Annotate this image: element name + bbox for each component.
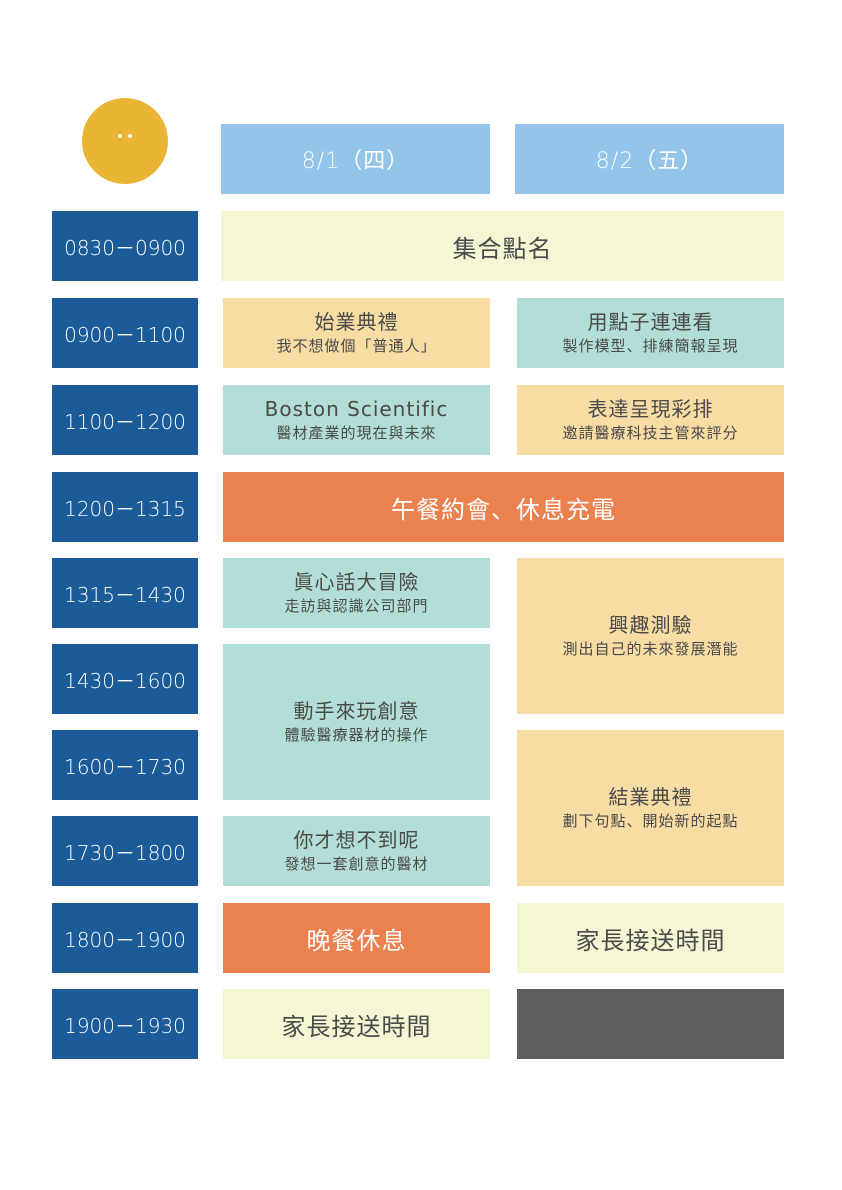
session-title: 午餐約會、休息充電 [391, 495, 616, 524]
session-pickup-day2: 家長接送時間 [517, 903, 784, 973]
session-presentation: 表達呈現彩排 邀請醫療科技主管來評分 [517, 385, 784, 455]
session-closing: 結業典禮 劃下句點、開始新的起點 [517, 730, 784, 886]
session-subtitle: 測出自己的未來發展潛能 [562, 640, 739, 658]
day-header-2: 8/2（五） [515, 124, 784, 194]
session-title: 家長接送時間 [281, 1012, 432, 1041]
session-title: 晚餐休息 [306, 926, 407, 955]
session-title: 表達呈現彩排 [587, 397, 714, 421]
session-subtitle: 走訪與認識公司部門 [284, 597, 429, 615]
time-slot: 1430－1600 [52, 644, 198, 714]
time-slot: 1315－1430 [52, 558, 198, 628]
session-lunch: 午餐約會、休息充電 [223, 472, 784, 542]
session-subtitle: 劃下句點、開始新的起點 [562, 812, 739, 830]
session-subtitle: 邀請醫療科技主管來評分 [562, 424, 739, 442]
session-title: 興趣測驗 [608, 613, 693, 637]
session-subtitle: 發想一套創意的醫材 [284, 855, 429, 873]
session-title: 眞心話大冒險 [293, 570, 420, 594]
day-header-1: 8/1（四） [221, 124, 490, 194]
session-subtitle: 製作模型、排練簡報呈現 [562, 337, 739, 355]
logo-eye-right [128, 134, 132, 138]
session-subtitle: 醫材產業的現在與未來 [276, 424, 437, 442]
session-subtitle: 體驗醫療器材的操作 [284, 726, 429, 744]
session-title: 你才想不到呢 [293, 828, 420, 852]
session-interest-test: 興趣測驗 測出自己的未來發展潛能 [517, 558, 784, 714]
time-slot: 1100－1200 [52, 385, 198, 455]
time-slot: 0830－0900 [52, 211, 198, 281]
time-slot: 1900－1930 [52, 989, 198, 1059]
time-slot: 0900－1100 [52, 298, 198, 368]
session-assembly: 集合點名 [221, 211, 784, 281]
time-slot: 1730－1800 [52, 816, 198, 886]
session-unexpected: 你才想不到呢 發想一套創意的醫材 [223, 816, 490, 886]
session-title: 始業典禮 [314, 310, 399, 334]
logo-eye-left [118, 134, 122, 138]
session-opening: 始業典禮 我不想做個「普通人」 [223, 298, 490, 368]
session-subtitle: 我不想做個「普通人」 [276, 337, 437, 355]
session-dinner: 晚餐休息 [223, 903, 490, 973]
session-hands-on: 動手來玩創意 體驗醫療器材的操作 [223, 644, 490, 800]
session-connect-dots: 用點子連連看 製作模型、排練簡報呈現 [517, 298, 784, 368]
time-slot: 1200－1315 [52, 472, 198, 542]
time-slot: 1800－1900 [52, 903, 198, 973]
session-pickup-day1: 家長接送時間 [223, 989, 490, 1059]
session-title: 動手來玩創意 [293, 699, 420, 723]
session-title: 集合點名 [452, 234, 553, 263]
logo-face-icon [82, 98, 168, 184]
session-title: 家長接送時間 [575, 926, 726, 955]
session-title: Boston Scientific [264, 397, 449, 421]
empty-slot [517, 989, 784, 1059]
time-slot: 1600－1730 [52, 730, 198, 800]
session-title: 結業典禮 [608, 785, 693, 809]
session-boston-scientific: Boston Scientific 醫材產業的現在與未來 [223, 385, 490, 455]
session-title: 用點子連連看 [587, 310, 714, 334]
session-truth-or-dare: 眞心話大冒險 走訪與認識公司部門 [223, 558, 490, 628]
